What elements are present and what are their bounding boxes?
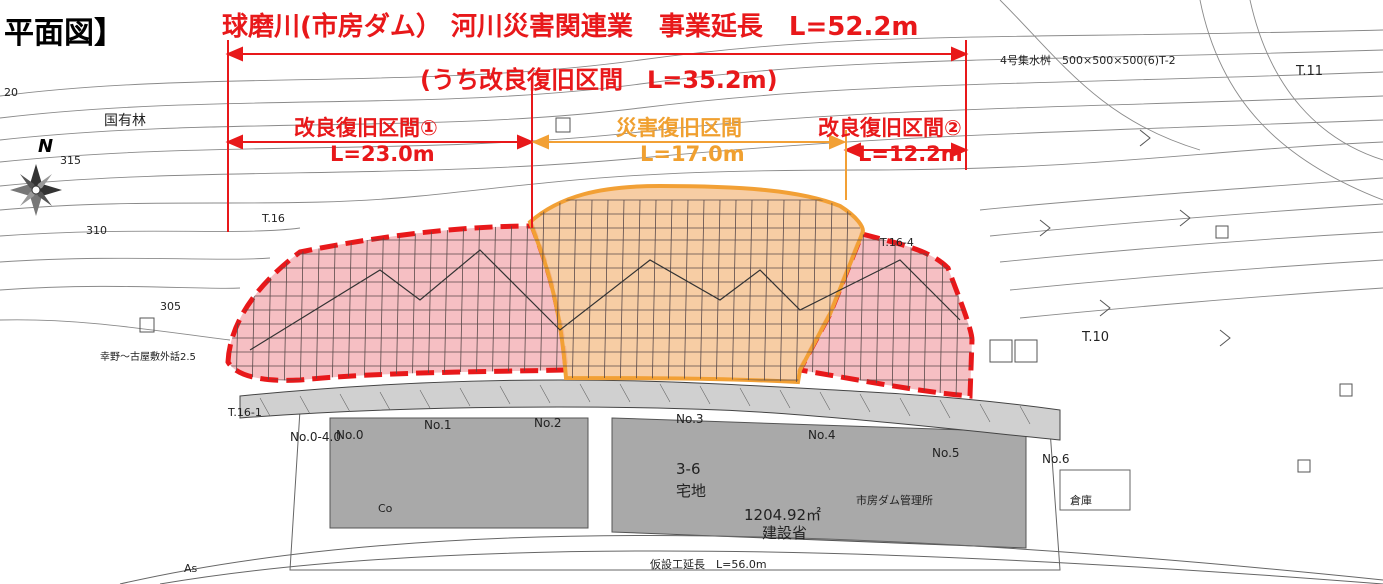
- t16-1-label: T.16-1: [228, 406, 262, 419]
- section-3-length: L=12.2m: [858, 142, 963, 166]
- land-use-label: 宅地: [676, 482, 707, 500]
- embankment-hatch: [259, 383, 1031, 425]
- owner-label: 建設省: [762, 524, 808, 542]
- t10-label: T.10: [1082, 330, 1110, 345]
- station-0-label: No.0: [336, 428, 364, 442]
- compass-north-label: N: [38, 136, 54, 157]
- temporary-works-label: 仮設工延長 L=56.0m: [650, 558, 767, 571]
- project-extent-label: 球磨川(市房ダム） 河川災害関連業 事業延長 L=52.2m: [222, 12, 919, 42]
- station-0-4-label: No.0-4.0: [290, 430, 341, 444]
- section-3-name: 改良復旧区間②: [818, 116, 962, 140]
- embankment-strip: [239, 379, 1061, 441]
- contour-310-label: 310: [86, 224, 107, 237]
- station-6-label: No.6: [1042, 452, 1070, 466]
- concrete-label: Co: [378, 502, 393, 515]
- compass-icon: [10, 164, 62, 216]
- road-label: 幸野～古屋敷外話2.5: [100, 352, 196, 363]
- section-1-name: 改良復旧区間①: [294, 116, 438, 140]
- station-2-label: No.2: [534, 416, 562, 430]
- improvement-area-2: [796, 231, 975, 399]
- contour-305-label: 305: [160, 300, 181, 313]
- buildings: [329, 417, 1027, 549]
- collecting-sink-label: 4号集水桝 500×500×500(6)T-2: [1000, 54, 1176, 67]
- section-2-length: L=17.0m: [640, 142, 745, 166]
- station-1-label: No.1: [424, 418, 452, 432]
- dimension-lines-red: [225, 40, 969, 232]
- section-2-name: 災害復旧区間: [616, 116, 742, 140]
- section-1-length: L=23.0m: [330, 142, 435, 166]
- t16-label: T.16: [262, 212, 285, 225]
- area-label: 1204.92㎡: [744, 506, 822, 524]
- station-5-label: No.5: [932, 446, 960, 460]
- contour-315-label: 315: [60, 154, 81, 167]
- improvement-extent-label: (うち改良復旧区間 L=35.2m): [420, 66, 778, 94]
- national-forest-label: 国有林: [104, 113, 146, 129]
- section-polylines: [249, 249, 961, 351]
- lot-number-label: 3-6: [676, 460, 701, 478]
- t11-label: T.11: [1296, 64, 1324, 79]
- t16-4-label: T.16-4: [880, 236, 914, 249]
- station-4-label: No.4: [808, 428, 836, 442]
- map-symbols: [139, 117, 1353, 473]
- dimension-line-orange: [531, 130, 847, 200]
- station-3-label: No.3: [676, 412, 704, 426]
- grid-20-label: 20: [4, 86, 18, 99]
- warehouse-label: 倉庫: [1070, 494, 1092, 507]
- asphalt-label: As: [184, 562, 198, 575]
- building-left: [329, 417, 589, 529]
- plan-title: 平面図】: [4, 16, 124, 51]
- building-right: [611, 417, 1027, 549]
- disaster-recovery-area: [527, 183, 865, 385]
- dam-office-label: 市房ダム管理所: [856, 494, 933, 507]
